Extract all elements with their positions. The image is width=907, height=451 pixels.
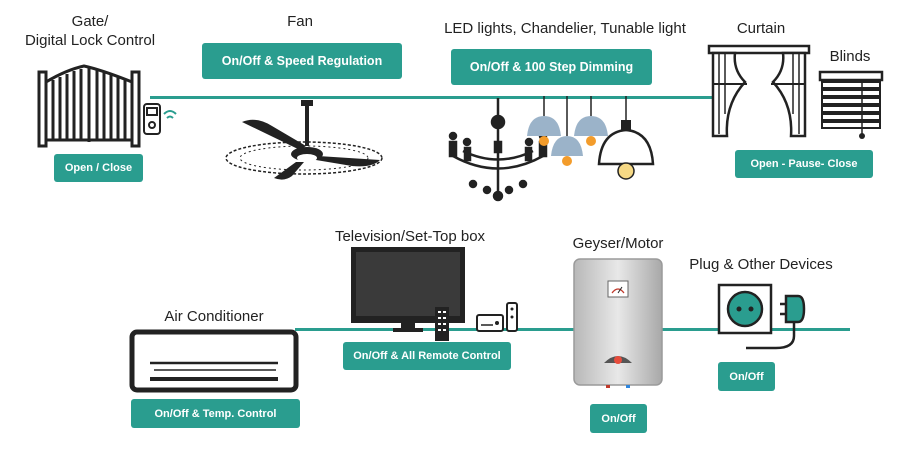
television-icon bbox=[349, 245, 525, 342]
geyser-badge: On/Off bbox=[590, 404, 647, 433]
geyser-title: Geyser/Motor bbox=[572, 235, 664, 252]
gate-title: Gate/ Digital Lock Control bbox=[0, 12, 180, 50]
gate-badge: Open / Close bbox=[54, 154, 143, 182]
lights-title: LED lights, Chandelier, Tunable light bbox=[444, 20, 686, 37]
blinds-badge: Open - Pause- Close bbox=[735, 150, 873, 178]
curtain-title: Curtain bbox=[736, 20, 786, 37]
ac-badge: On/Off & Temp. Control bbox=[131, 399, 300, 428]
tv-title: Television/Set-Top box bbox=[334, 228, 486, 245]
air-conditioner-icon bbox=[128, 329, 300, 393]
bottom-connection-line bbox=[295, 328, 850, 331]
curtain-icon bbox=[707, 44, 811, 140]
plug-title: Plug & Other Devices bbox=[689, 256, 833, 273]
power-plug-icon bbox=[716, 282, 810, 354]
gate-title-line2: Digital Lock Control bbox=[24, 32, 156, 49]
blinds-title: Blinds bbox=[829, 48, 871, 65]
top-connection-line bbox=[150, 96, 718, 99]
blinds-icon bbox=[818, 70, 884, 140]
gate-icon bbox=[36, 62, 186, 148]
fan-title: Fan bbox=[287, 13, 313, 30]
ac-title: Air Conditioner bbox=[164, 308, 264, 325]
gate-title-line1: Gate/ bbox=[71, 13, 109, 30]
plug-badge: On/Off bbox=[718, 362, 775, 391]
lights-badge: On/Off & 100 Step Dimming bbox=[451, 49, 652, 85]
tv-badge: On/Off & All Remote Control bbox=[343, 342, 511, 370]
water-heater-icon bbox=[572, 257, 664, 388]
ceiling-fan-icon bbox=[222, 98, 387, 184]
chandelier-icon bbox=[443, 96, 663, 206]
fan-badge: On/Off & Speed Regulation bbox=[202, 43, 402, 79]
